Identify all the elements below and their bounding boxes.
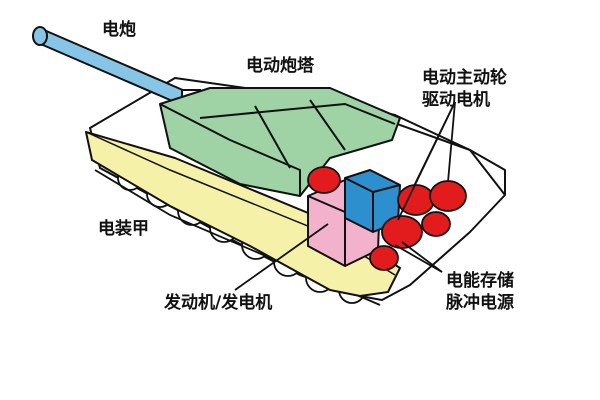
drive-motor (308, 167, 340, 193)
pulse-storage-label-line-2: 脉冲电源 (446, 292, 514, 314)
drive-motor (370, 246, 398, 270)
drive-motor (430, 181, 466, 211)
drive-motor-label: 电动主动轮 驱动电机 (422, 67, 507, 111)
drive-motor (382, 216, 422, 248)
electric-armor-label: 电装甲 (98, 218, 149, 240)
drive-motor (422, 212, 450, 236)
pulse-storage-label: 电能存储 脉冲电源 (446, 270, 514, 314)
drive-motor-label-line-2: 驱动电机 (422, 89, 507, 111)
engine-generator-label: 发动机/发电机 (164, 292, 272, 314)
electric-gun-label: 电炮 (102, 19, 136, 41)
electric-turret-label: 电动炮塔 (246, 55, 314, 77)
pulse-storage-label-line-1: 电能存储 (446, 270, 514, 292)
drive-motor-label-line-1: 电动主动轮 (422, 67, 507, 89)
